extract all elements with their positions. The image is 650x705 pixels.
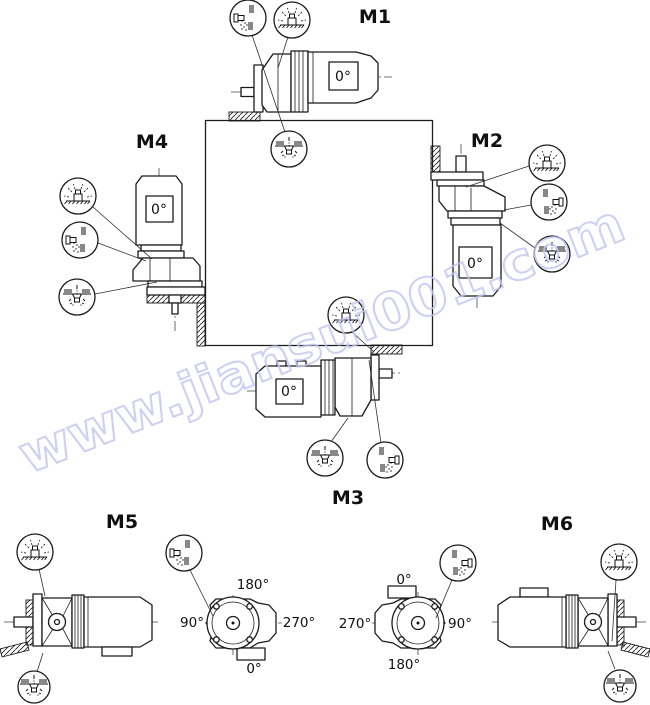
m6-view-angle-left: 270° <box>339 616 372 632</box>
m2-label: M2 <box>471 130 503 152</box>
plug-symbol-circle <box>439 544 477 582</box>
m4-gear-unit <box>132 257 201 282</box>
m6-front-view <box>372 585 446 655</box>
position-m5-gearmotor <box>0 593 158 658</box>
plug-symbol-circle <box>229 0 267 37</box>
m3-motor-plate <box>275 378 304 405</box>
m4-adapter-ring <box>137 250 185 259</box>
plug-symbol-circle <box>61 221 99 259</box>
plug-symbol-circle <box>366 441 404 479</box>
m4-output-shaft <box>168 294 182 304</box>
m1-motor-plate <box>328 61 359 91</box>
m1-output-shaft <box>240 86 255 98</box>
m2-gear-unit <box>438 185 506 212</box>
m6-output-shaft <box>616 616 637 628</box>
plug-symbol-circle <box>165 534 203 572</box>
m5-flange <box>32 593 43 647</box>
m5-view-angle-bottom: 0° <box>246 661 261 677</box>
m5-motor-body <box>83 596 153 648</box>
m5-front-view <box>205 595 282 661</box>
m6-motor-body <box>497 596 567 648</box>
m3-label: M3 <box>332 487 364 509</box>
m5-view-angle-left: 90° <box>180 615 204 631</box>
m5-label: M5 <box>106 511 138 533</box>
m5-terminal-box <box>101 646 133 657</box>
m6-view-angle-right: 90° <box>448 616 472 632</box>
position-m6-gearmotor <box>492 587 650 658</box>
m4-label: M4 <box>136 131 168 153</box>
m3-gear-unit <box>334 357 372 417</box>
m3-output-shaft <box>378 368 393 379</box>
plug-symbols <box>16 0 638 704</box>
m5-mount-wall-base <box>0 641 30 658</box>
m4-fan-cowl <box>140 244 182 252</box>
m6-mount-wall-base <box>620 641 650 658</box>
position-m4-gearmotor <box>132 168 206 333</box>
m1-mount-pad <box>228 111 261 122</box>
m6-view-angle-bottom: 180° <box>388 657 421 673</box>
m6-terminal-box <box>519 587 549 598</box>
m4-mount-wall <box>196 302 206 347</box>
m2-motor-angle: 0° <box>467 256 483 272</box>
m4-motor-angle: 0° <box>151 202 167 218</box>
m4-mount-plate <box>146 286 206 296</box>
m2-mount-plate <box>430 171 484 181</box>
m2-motor-plate <box>458 246 493 279</box>
position-m1-gearmotor <box>231 50 392 113</box>
m2-fan-cowl <box>450 217 501 226</box>
m5-front-terminal-box <box>236 647 266 661</box>
m4-motor-plate <box>145 195 174 223</box>
m1-label: M1 <box>359 6 391 28</box>
m5-view-angle-top: 180° <box>237 577 270 593</box>
m1-fan-cowl <box>290 50 309 113</box>
m5-output-shaft <box>13 616 34 628</box>
m2-adapter-ring <box>447 210 503 219</box>
m2-output-shaft <box>455 155 467 173</box>
m2-mount-wall <box>430 145 441 173</box>
position-m2-gearmotor <box>430 144 506 308</box>
m6-front-terminal-box <box>387 585 417 599</box>
m4-output-shaft-end <box>171 302 179 315</box>
m3-motor-angle: 0° <box>281 384 297 400</box>
plug-symbol-circle <box>530 183 568 221</box>
m1-motor-angle: 0° <box>335 69 351 85</box>
m3-flange <box>370 354 380 401</box>
m5-view-angle-right: 270° <box>283 615 316 631</box>
position-m3-gearmotor <box>247 354 402 418</box>
leader-lines <box>36 34 617 673</box>
m1-gear-unit <box>261 53 292 113</box>
m6-view-angle-top: 0° <box>396 572 411 588</box>
m6-label: M6 <box>541 513 573 535</box>
